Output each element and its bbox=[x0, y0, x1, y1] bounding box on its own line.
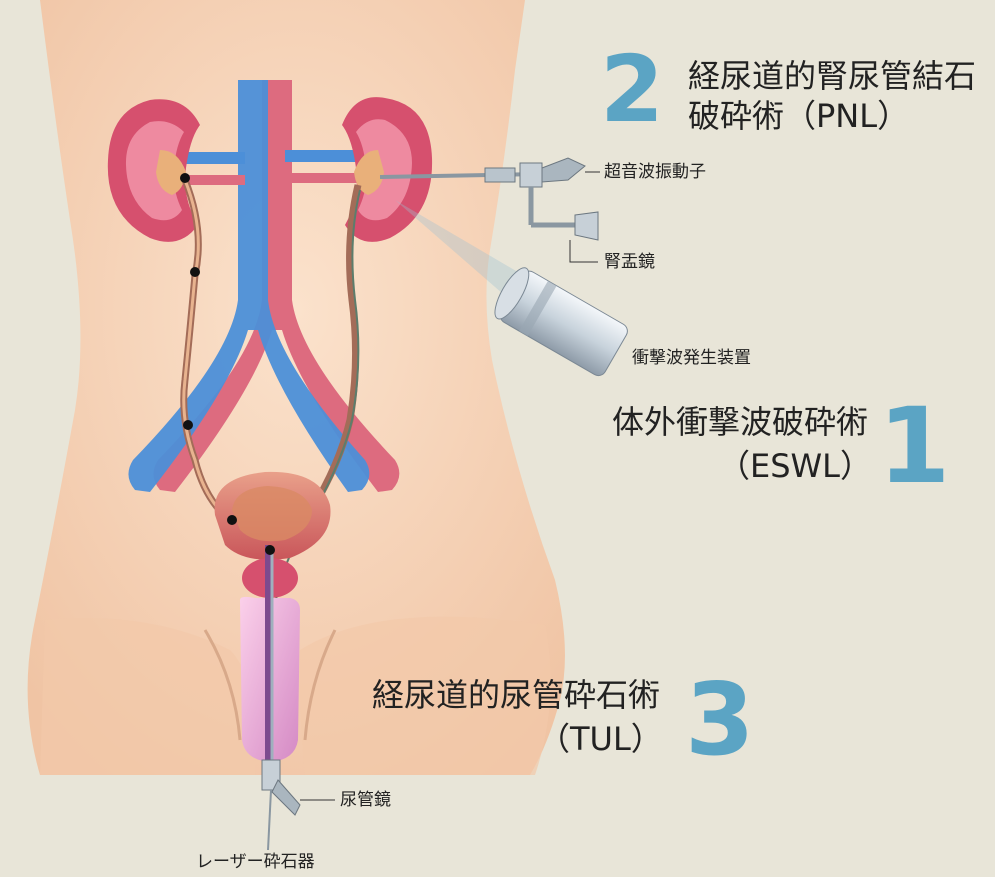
renal-vein-right bbox=[285, 150, 365, 162]
procedure-number-pnl: 2 bbox=[600, 44, 660, 136]
procedure-number-tul: 3 bbox=[685, 670, 751, 770]
procedure-title-tul-line1: 経尿道的尿管砕石術 bbox=[372, 675, 660, 715]
label-nephroscope: 腎盂鏡 bbox=[604, 252, 655, 272]
procedure-title-eswl-line2: （ESWL） bbox=[718, 446, 872, 486]
stone-left-ureter-upper bbox=[190, 267, 200, 277]
label-laser-lithotripter: レーザー砕石器 bbox=[196, 852, 315, 872]
procedure-number-eswl: 1 bbox=[878, 394, 946, 498]
label-shockwave-generator: 衝撃波発生装置 bbox=[632, 348, 751, 368]
procedure-title-tul-line2: （TUL） bbox=[538, 719, 663, 759]
renal-artery-right bbox=[290, 173, 365, 183]
shockwave-generator-device bbox=[489, 263, 631, 378]
procedure-title-pnl-line2: 破砕術（PNL） bbox=[688, 96, 909, 136]
stone-left-kidney bbox=[180, 173, 190, 183]
leader-nephroscope bbox=[570, 240, 598, 262]
procedure-title-pnl-line1: 経尿道的腎尿管結石 bbox=[688, 56, 976, 96]
label-ultrasound-transducer: 超音波振動子 bbox=[604, 162, 706, 182]
stone-urethra bbox=[265, 545, 275, 555]
stone-bladder bbox=[227, 515, 237, 525]
procedure-title-eswl-line1: 体外衝撃波破砕術 bbox=[612, 402, 868, 442]
stone-left-ureter-lower bbox=[183, 420, 193, 430]
label-ureteroscope: 尿管鏡 bbox=[340, 790, 391, 810]
